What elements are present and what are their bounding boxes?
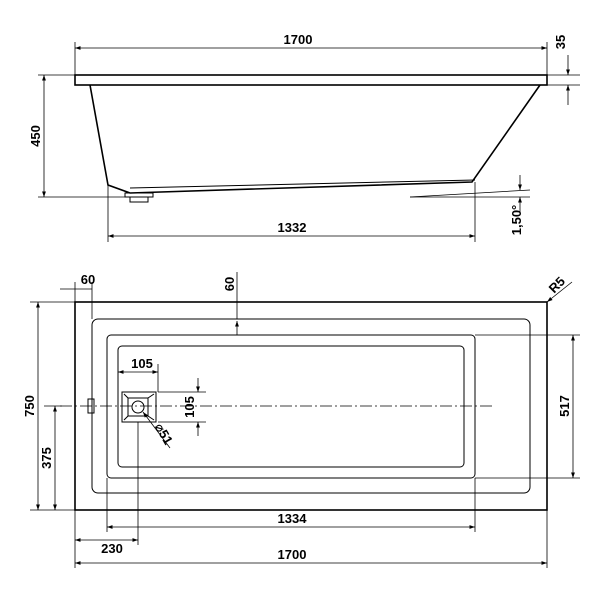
top-basin-bottom: [117, 345, 465, 468]
overflow-outlet: [87, 398, 95, 414]
dim-inner-width: 517: [557, 395, 572, 417]
dim-rim-thickness: 35: [553, 35, 568, 49]
drain-fitting: [121, 391, 157, 423]
dim-corner-radius: R5: [546, 274, 568, 296]
dim-overall-width: 750: [22, 395, 37, 417]
dim-half-width: 375: [39, 447, 54, 469]
side-drain: [124, 192, 154, 203]
dim-slope-angle: 1,50°: [509, 205, 524, 236]
dim-inner-length: 1334: [278, 511, 308, 526]
corner-radius-leader: [546, 281, 573, 303]
side-tub-body: [89, 84, 541, 194]
dim-drain-offset-x: 105: [131, 356, 153, 371]
top-view: 60 60 R5 105 105 ⌀51 750 375: [22, 272, 580, 568]
dim-side-overall-length: 1700: [284, 32, 313, 47]
dim-end-rim-width: 60: [81, 272, 95, 287]
side-view: 1700 35 450 1332 1,50°: [28, 32, 580, 242]
side-tub-bottom-inner: [129, 179, 476, 189]
dim-drain-offset-y: 105: [182, 396, 197, 418]
dim-drain-from-end: 230: [101, 541, 123, 556]
dim-top-overall-length: 1700: [278, 547, 307, 562]
dim-side-rim-width: 60: [222, 277, 237, 291]
slope-angle-line: [409, 189, 531, 198]
top-basin-edge: [106, 334, 476, 479]
dim-drain-diameter: ⌀51: [152, 420, 176, 447]
dim-bottom-length: 1332: [278, 220, 307, 235]
side-rim: [74, 74, 548, 86]
drain-diameter-leader: [142, 411, 171, 449]
dim-height: 450: [28, 125, 43, 147]
